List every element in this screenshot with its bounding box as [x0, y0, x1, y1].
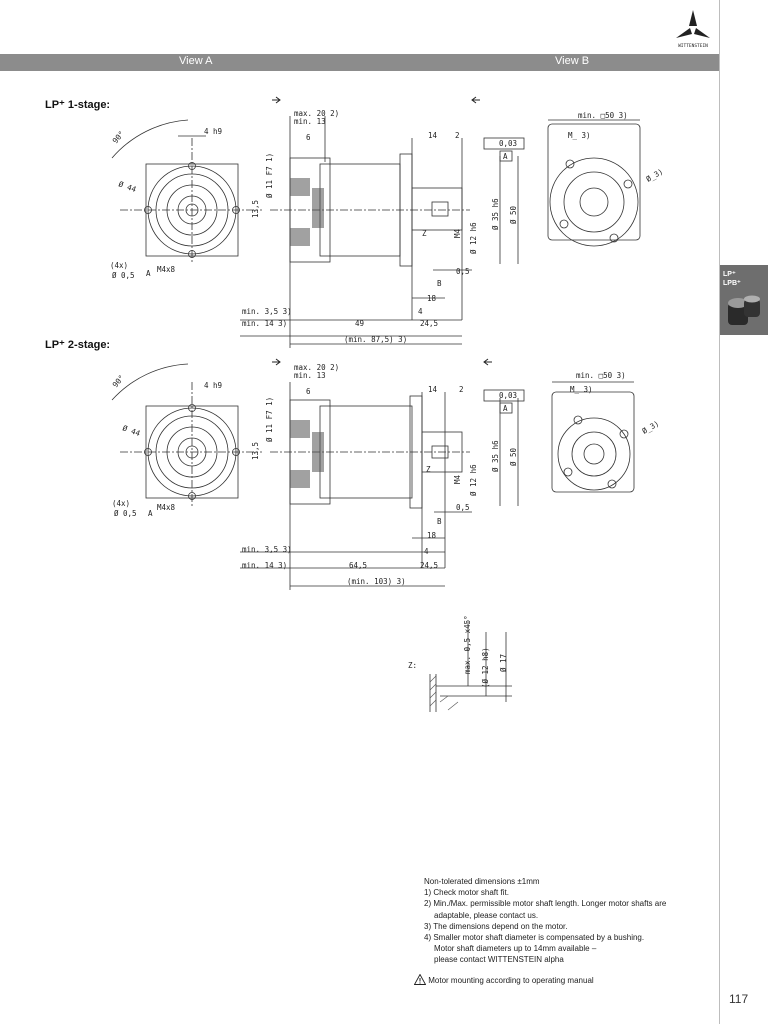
- note-4c: please contact WITTENSTEIN alpha: [434, 955, 564, 965]
- side-tab-line2: LPB⁺: [723, 280, 741, 287]
- d1-d24_5: 24,5: [420, 319, 438, 328]
- d1-d0_5: 0,5: [456, 267, 470, 276]
- view-header-bar: View A View B: [0, 54, 719, 71]
- d1-sq50: min. □50 3): [578, 111, 628, 120]
- note-3: 3) The dimensions depend on the motor.: [424, 921, 568, 931]
- d1-d6: 6: [306, 133, 311, 142]
- d2-datum-a: A: [503, 404, 508, 413]
- d2-m4: M4: [453, 474, 462, 484]
- drawing-1-stage: 90° Ø 44 4 h9 (4x) Ø 0,5 A M4x8 max. 20 …: [110, 96, 665, 348]
- d2-max20: max. 20 2): [294, 363, 339, 372]
- d2-b: B: [437, 517, 442, 526]
- d2-total: (min. 103) 3): [347, 577, 406, 586]
- d1-d49: 49: [355, 319, 364, 328]
- d2-position: Ø 0,5: [114, 509, 137, 518]
- d2-d64_5: 64,5: [349, 561, 367, 570]
- d2-phi: Ø_3): [641, 419, 661, 436]
- d2-d18: 18: [427, 531, 437, 540]
- note-2b: adaptable, please contact us.: [434, 910, 539, 920]
- d1-h9: 4 h9: [204, 127, 222, 136]
- warning-icon: [413, 973, 427, 985]
- d2-z: Z: [426, 465, 431, 474]
- d1-min14: min. 14 3): [242, 319, 287, 328]
- d1-d50: Ø 50: [509, 205, 518, 224]
- d2-runout: 0,03: [499, 391, 517, 400]
- d1-m: M_ 3): [568, 131, 591, 140]
- d1-d35: Ø 35 h6: [491, 198, 500, 230]
- note-1: 1) Check motor shaft fit.: [424, 888, 509, 898]
- d1-max20: max. 20 2): [294, 109, 339, 118]
- d2-d35: Ø 35 h6: [491, 440, 500, 472]
- note-2a: 2) Min./Max. permissible motor shaft len…: [424, 899, 667, 909]
- note-4a: 4) Smaller motor shaft diameter is compe…: [424, 933, 645, 943]
- d2-bolt: M4x8: [157, 503, 176, 512]
- view-b-label: View B: [555, 55, 590, 67]
- d1-runout: 0,03: [499, 139, 517, 148]
- d2-d4: 4: [424, 547, 429, 556]
- detail-z-d12: (Ø 12 h8): [481, 647, 490, 688]
- d1-pattern: (4x): [110, 261, 128, 270]
- d1-datum-a: A: [503, 152, 508, 161]
- d2-min3_5: min. 3,5 3): [242, 545, 292, 554]
- d1-d2: 2: [455, 131, 460, 140]
- d1-d4: 4: [418, 307, 423, 316]
- d1-m4: M4: [453, 228, 462, 238]
- d2-sq50: min. □50 3): [576, 371, 626, 380]
- d1-datum: A: [146, 269, 151, 278]
- d2-d50: Ø 50: [509, 447, 518, 466]
- d2-m: M_ 3): [570, 385, 593, 394]
- d2-dia44: Ø 44: [121, 423, 142, 438]
- d1-d18: 18: [427, 294, 437, 303]
- warning-line: Motor mounting according to operating ma…: [413, 973, 594, 985]
- d1-bolt: M4x8: [157, 265, 176, 274]
- note-4b: Motor shaft diameters up to 14mm availab…: [434, 944, 597, 954]
- stage1-heading: LP⁺ 1-stage:: [45, 99, 111, 111]
- d1-dia44: Ø 44: [117, 179, 138, 194]
- d2-d6: 6: [306, 387, 311, 396]
- detail-z-label: Z:: [408, 661, 417, 670]
- d2-d11: Ø 11 F7 1): [265, 397, 274, 442]
- stage2-heading: LP⁺ 2-stage:: [45, 339, 111, 351]
- d1-d13_5: 13,5: [251, 200, 260, 218]
- side-tab-lp[interactable]: LP⁺ LPB⁺: [720, 265, 768, 335]
- d1-position: Ø 0,5: [112, 271, 135, 280]
- d2-angle: 90°: [111, 373, 127, 389]
- d2-datum: A: [148, 509, 153, 518]
- detail-z-d17: Ø 17: [499, 654, 508, 672]
- d2-h9: 4 h9: [204, 381, 222, 390]
- d1-d12: Ø 12 h6: [469, 222, 478, 254]
- d2-d0_5: 0,5: [456, 503, 470, 512]
- wittenstein-logo: WITTENSTEIN: [668, 8, 718, 50]
- side-tab-line1: LP⁺: [723, 271, 736, 278]
- d1-b: B: [437, 279, 442, 288]
- d2-min13: min. 13: [294, 371, 326, 380]
- d1-d11: Ø 11 F7 1): [265, 153, 274, 198]
- margin-rule: [719, 0, 720, 1024]
- detail-z-chamfer: max. 0,5 x45°: [463, 615, 472, 674]
- brand-name: WITTENSTEIN: [678, 43, 708, 49]
- footnotes: Non-tolerated dimensions ±1mm 1) Check m…: [424, 876, 694, 966]
- note-title: Non-tolerated dimensions ±1mm: [424, 877, 540, 886]
- detail-z-drawing: Z: max. 0,5 x45° (Ø 12 h8) Ø 17: [408, 615, 512, 712]
- d1-d14: 14: [428, 131, 438, 140]
- d2-min14: min. 14 3): [242, 561, 287, 570]
- d2-d14: 14: [428, 385, 438, 394]
- warning-text: Motor mounting according to operating ma…: [428, 976, 594, 985]
- d1-min13: min. 13: [294, 117, 326, 126]
- d2-d2: 2: [459, 385, 464, 394]
- d2-d24_5: 24,5: [420, 561, 438, 570]
- gearbox-photo: [728, 295, 760, 325]
- d1-angle: 90°: [111, 129, 127, 145]
- d1-total: (min. 87,5) 3): [344, 335, 407, 344]
- d2-pattern: (4x): [112, 499, 130, 508]
- d1-phi: Ø_3): [645, 167, 665, 184]
- view-a-label: View A: [179, 55, 213, 67]
- page-number: 117: [729, 992, 749, 1006]
- d1-min3_5: min. 3,5 3): [242, 307, 292, 316]
- d2-d13_5: 13,5: [251, 442, 260, 460]
- d1-z: Z: [422, 229, 427, 238]
- drawing-2-stage: 90° Ø 44 4 h9 (4x) Ø 0,5 A M4x8 max. 20 …: [111, 358, 661, 590]
- d2-d12: Ø 12 h6: [469, 464, 478, 496]
